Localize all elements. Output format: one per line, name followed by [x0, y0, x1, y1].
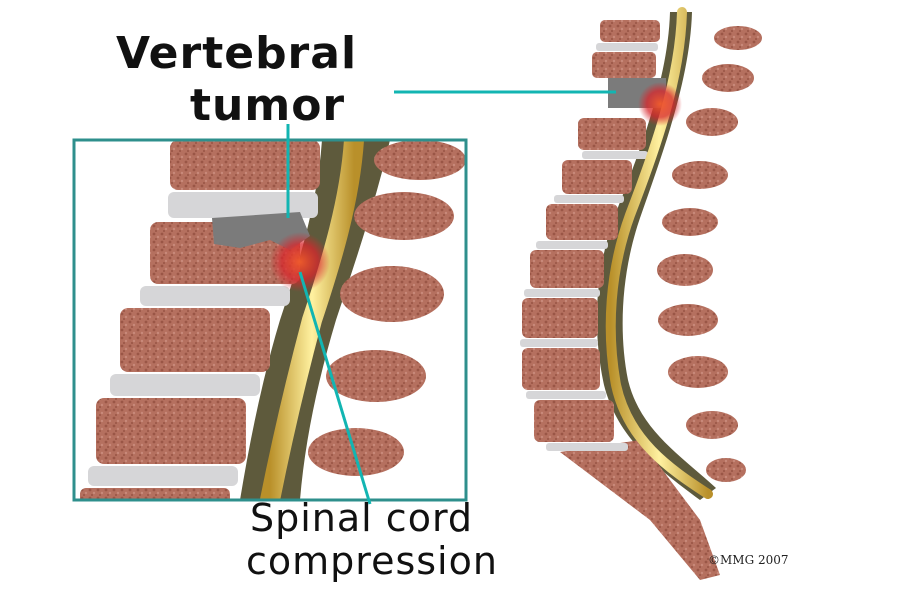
vertebral-tumor-label-line1: Vertebral [116, 28, 358, 79]
spinal-cord-compression-label-line2: compression [246, 539, 498, 583]
compression-leader-line [298, 271, 372, 505]
inset-vertebral-bodies [80, 140, 320, 500]
inset-zoom-view [74, 140, 466, 500]
spinal-canal [596, 12, 716, 500]
inset-compression-site [270, 232, 330, 292]
compression-site [638, 82, 682, 126]
intervertebral-discs [520, 43, 658, 451]
inset-intervertebral-discs [88, 192, 318, 486]
inset-spinal-cord [260, 140, 364, 500]
copyright-credit: ©MMG 2007 [708, 553, 789, 567]
inset-spinous-processes [308, 140, 466, 476]
spinous-processes [657, 26, 762, 482]
leader-lines [286, 90, 616, 505]
full-spine-illustration [520, 7, 762, 580]
vertebral-tumor-label-line2: tumor [190, 80, 346, 131]
spinal-cord-compression-label-line1: Spinal cord [250, 496, 474, 540]
vertebral-bodies [522, 20, 720, 580]
inset-frame [72, 138, 468, 502]
